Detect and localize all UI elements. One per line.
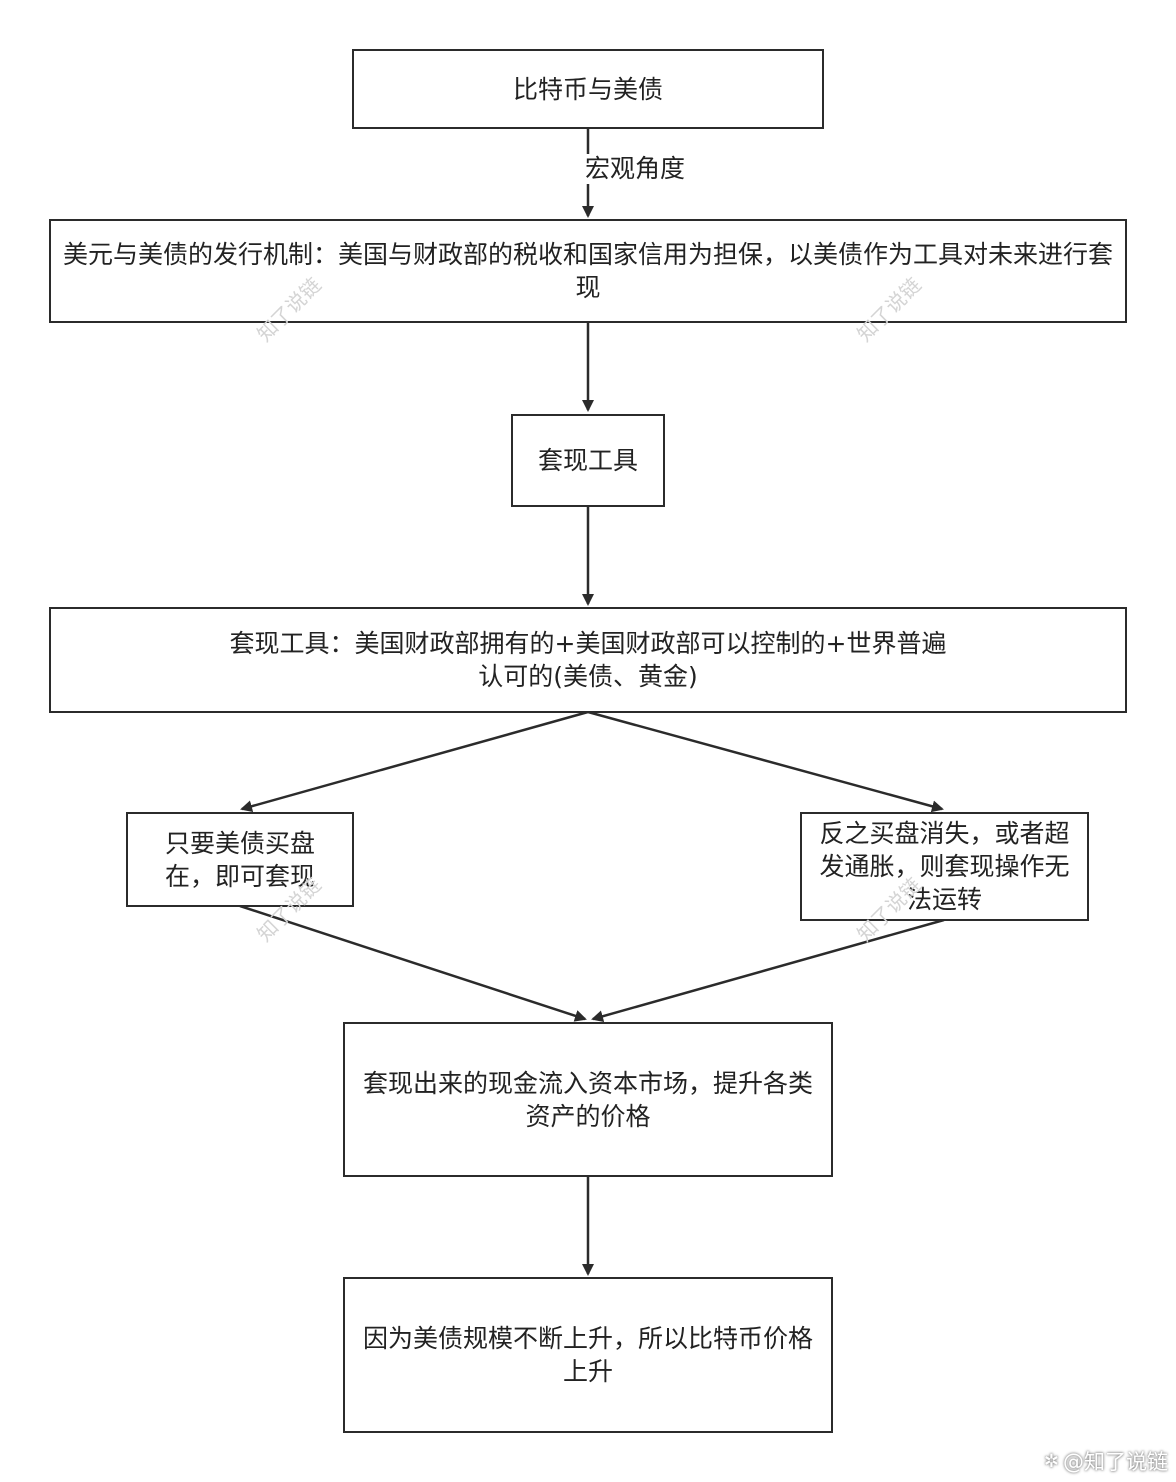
- node-buyers-present: 只要美债买盘在，即可套现: [126, 812, 354, 907]
- edge-n4-n6: [587, 710, 944, 813]
- node-text: 比特币与美债: [512, 74, 663, 104]
- node-text: 套现工具: [537, 446, 638, 475]
- node-cashout-tool: 套现工具: [511, 414, 665, 507]
- node-text: 套现工具：美国财政部拥有的+美国财政部可以控制的+世界普遍认可的(美债、黄金): [229, 629, 947, 691]
- edge-n4-n5: [240, 710, 589, 813]
- node-issuance-mechanism: 美元与美债的发行机制：美国与财政部的税收和国家信用为担保，以美债作为工具对未来进…: [49, 219, 1127, 323]
- node-text: 因为美债规模不断上升，所以比特币价格上升: [362, 1324, 813, 1386]
- edge-label-macro-angle: 宏观角度: [583, 154, 688, 184]
- sparkle-icon: ✲: [1043, 1450, 1059, 1472]
- node-text: 反之买盘消失，或者超发通胀，则套现操作无法运转: [819, 819, 1070, 914]
- node-cashout-tool-definition: 套现工具：美国财政部拥有的+美国财政部可以控制的+世界普遍认可的(美债、黄金): [49, 607, 1127, 713]
- node-text: 美元与美债的发行机制：美国与财政部的税收和国家信用为担保，以美债作为工具对未来进…: [62, 240, 1113, 302]
- brand-text: @知了说链: [1063, 1450, 1168, 1474]
- node-bitcoin-price-rise: 因为美债规模不断上升，所以比特币价格上升: [343, 1277, 833, 1433]
- node-text: 套现出来的现金流入资本市场，提升各类资产的价格: [362, 1068, 813, 1131]
- edge-n6-n7: [591, 918, 945, 1023]
- node-bitcoin-and-treasuries: 比特币与美债: [352, 49, 824, 129]
- node-cash-into-markets: 套现出来的现金流入资本市场，提升各类资产的价格: [343, 1022, 833, 1177]
- node-buyers-vanish: 反之买盘消失，或者超发通胀，则套现操作无法运转: [800, 812, 1089, 921]
- edge-n5-n7: [239, 904, 587, 1022]
- node-text: 只要美债买盘在，即可套现: [164, 828, 315, 891]
- brand-watermark: ✲ @知了说链: [1044, 1446, 1168, 1476]
